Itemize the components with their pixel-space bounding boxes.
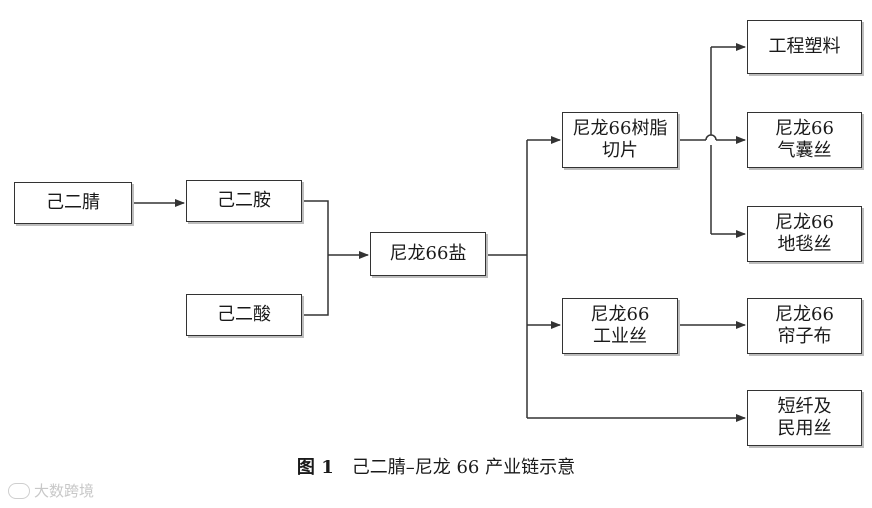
node-cord-fabric: 尼龙66 帘子布 xyxy=(747,298,862,354)
node-resin-chips: 尼龙66树脂 切片 xyxy=(562,112,678,168)
node-label-line2: 切片 xyxy=(602,140,638,161)
node-hexamethylenediamine: 己二胺 xyxy=(186,180,302,222)
node-nylon66-salt: 尼龙66盐 xyxy=(370,232,486,276)
node-airbag-yarn: 尼龙66 气囊丝 xyxy=(747,112,862,168)
node-label-line1: 尼龙66 xyxy=(775,118,834,139)
node-engineering-plastics: 工程塑料 xyxy=(747,20,862,74)
node-label-line2: 工业丝 xyxy=(593,326,647,347)
node-adiponitrile: 己二腈 xyxy=(14,182,132,224)
node-label: 己二酸 xyxy=(217,304,271,325)
watermark: 大数跨境 xyxy=(8,480,94,501)
edge-merge-bracket xyxy=(302,200,329,316)
watermark-logo-icon xyxy=(8,482,30,499)
node-label: 尼龙66盐 xyxy=(389,243,467,264)
node-adipic-acid: 己二酸 xyxy=(186,294,302,336)
node-label: 己二胺 xyxy=(217,190,271,211)
node-label-line2: 帘子布 xyxy=(777,326,832,347)
node-label-line1: 短纤及 xyxy=(777,396,832,417)
node-staple-fiber: 短纤及 民用丝 xyxy=(747,390,862,446)
node-carpet-yarn: 尼龙66 地毯丝 xyxy=(747,206,862,262)
watermark-text: 大数跨境 xyxy=(34,482,95,500)
node-label-line2: 气囊丝 xyxy=(777,140,832,161)
node-label-line1: 尼龙66 xyxy=(775,304,834,325)
node-label-line1: 尼龙66 xyxy=(590,304,650,325)
node-label-line1: 尼龙66树脂 xyxy=(572,118,668,139)
node-label: 工程塑料 xyxy=(768,36,841,57)
node-industrial-yarn: 尼龙66 工业丝 xyxy=(562,298,678,354)
node-label-line2: 民用丝 xyxy=(777,418,832,439)
node-label-line2: 地毯丝 xyxy=(777,234,832,255)
edge-crossing-hop xyxy=(705,134,717,141)
figure-caption: 图 1 己二腈–尼龙 66 产业链示意 xyxy=(0,456,872,480)
figure-title: 己二腈–尼龙 66 产业链示意 xyxy=(351,457,576,478)
node-label-line1: 尼龙66 xyxy=(775,212,834,233)
figure-label: 图 1 xyxy=(296,457,334,478)
node-label: 己二腈 xyxy=(46,192,100,213)
